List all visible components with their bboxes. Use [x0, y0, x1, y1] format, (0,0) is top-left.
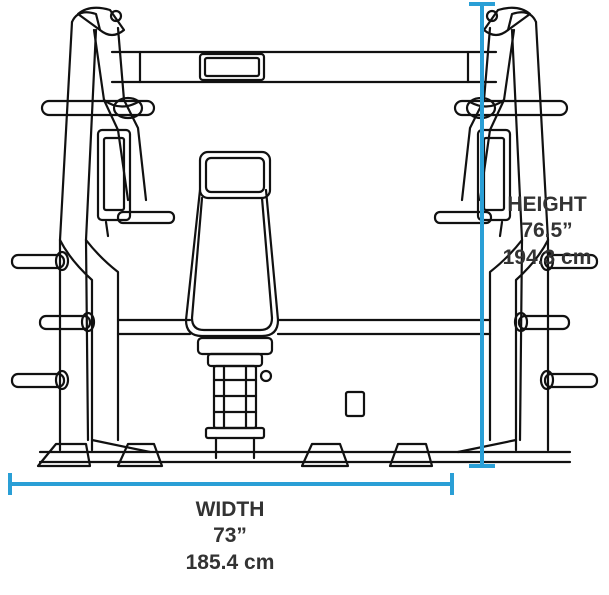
frame-left	[58, 11, 120, 452]
back-pad	[184, 150, 280, 338]
upper-handle-right	[453, 96, 569, 120]
top-crossbar	[110, 50, 498, 84]
width-dimension-label: WIDTH 73” 185.4 cm	[150, 497, 310, 576]
lower-handle-left	[104, 210, 176, 238]
width-label: WIDTH	[195, 498, 265, 521]
pivot-left	[76, 6, 126, 37]
height-label: HEIGHT	[507, 193, 587, 216]
height-imperial-value: 76.5”	[521, 219, 573, 243]
lower-handle-right	[433, 210, 504, 238]
press-arm-left	[92, 26, 148, 222]
width-dimension-line	[8, 473, 454, 495]
height-dimension-line	[469, 2, 495, 468]
middle-crossbar	[116, 318, 492, 336]
weight-horns-right	[513, 250, 599, 391]
weight-horns-left	[10, 250, 96, 391]
seat-column	[196, 336, 274, 460]
feet	[36, 442, 434, 468]
height-metric-value: 194.3 cm	[502, 245, 592, 269]
width-imperial-value: 73”	[213, 524, 247, 548]
storage-plate	[344, 390, 366, 418]
upper-handle-left	[40, 96, 156, 120]
height-dimension-label: HEIGHT 76.5” 194.3 cm	[488, 192, 606, 271]
width-metric-value: 185.4 cm	[185, 550, 275, 574]
